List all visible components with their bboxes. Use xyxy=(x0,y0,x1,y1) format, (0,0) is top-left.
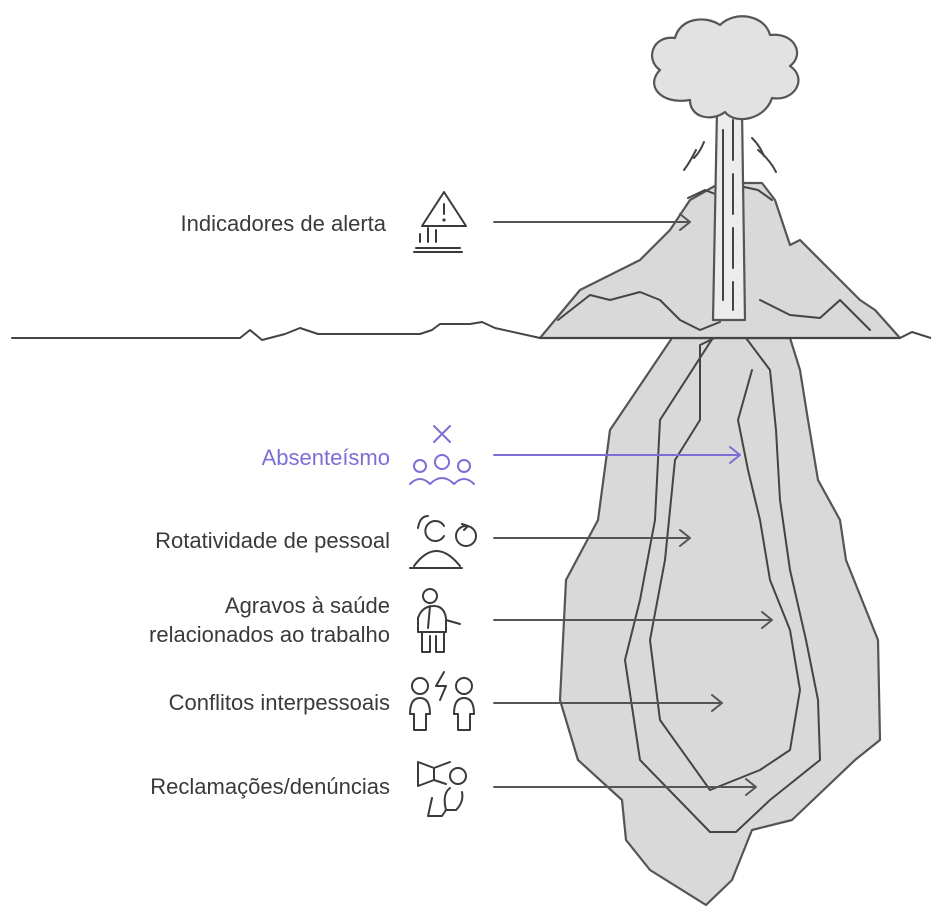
lava-column xyxy=(711,108,747,322)
arrow-2 xyxy=(493,446,741,464)
label-agravos-line1: Agravos à saúde xyxy=(225,593,390,618)
splash-right xyxy=(757,149,777,173)
label-reclamacoes: Reclamações/denúncias xyxy=(150,774,390,799)
splash-right-2 xyxy=(751,137,765,157)
eruption-cloud xyxy=(651,15,800,121)
splash-left-2 xyxy=(693,141,705,159)
iceberg-inner-contour-1 xyxy=(624,329,821,833)
arrow-3 xyxy=(493,529,691,547)
megaphone-person-icon xyxy=(417,761,467,817)
label-indicadores: Indicadores de alerta xyxy=(181,211,387,236)
iceberg-underwater xyxy=(558,336,882,907)
label-agravos-line2: relacionados ao trabalho xyxy=(149,622,390,647)
label-absenteismo: Absenteísmo xyxy=(262,445,390,470)
person-rotation-icon xyxy=(409,515,477,569)
conflict-people-icon xyxy=(409,671,475,731)
volcano-ridge-right xyxy=(759,299,871,331)
injured-worker-icon xyxy=(417,588,461,653)
label-rotatividade: Rotatividade de pessoal xyxy=(155,528,390,553)
arrow-1 xyxy=(493,213,691,231)
splash-left xyxy=(683,149,697,171)
warning-chart-icon xyxy=(413,191,467,253)
arrow-5 xyxy=(493,694,723,712)
label-conflitos: Conflitos interpessoais xyxy=(169,690,390,715)
water-line xyxy=(11,321,931,341)
iceberg-inner-contour-2 xyxy=(649,321,801,791)
arrow-6 xyxy=(493,778,757,796)
volcano-ridge-left xyxy=(557,291,721,331)
arrow-4 xyxy=(493,611,773,629)
absent-group-icon xyxy=(409,425,475,485)
